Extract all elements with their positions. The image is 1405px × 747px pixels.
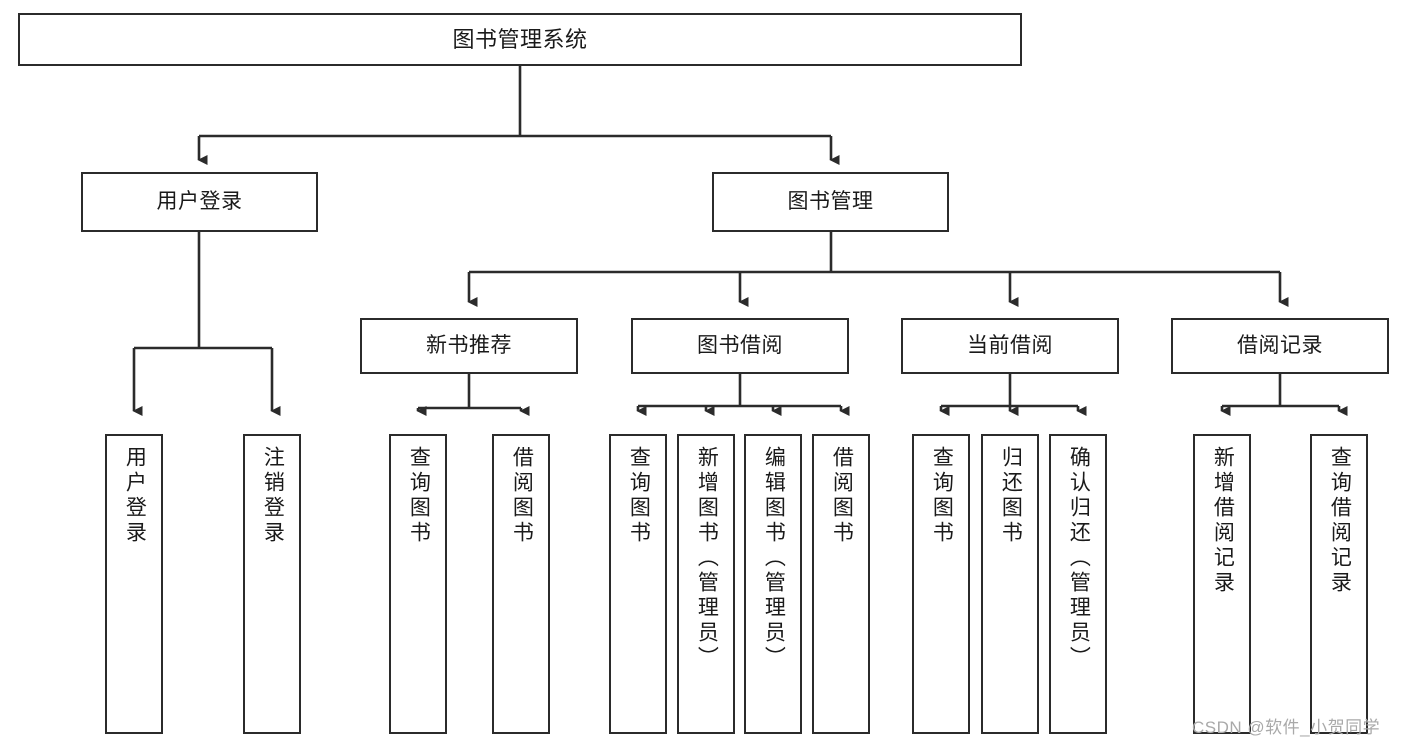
leaf-records-query[interactable]: 查询借阅记录 (1310, 434, 1368, 734)
leaf-current-confirm-return-label: 确认归还（管理员） (1067, 446, 1091, 671)
leaf-new-book-query[interactable]: 查询图书 (389, 434, 447, 734)
leaf-current-confirm-return[interactable]: 确认归还（管理员） (1049, 434, 1107, 734)
leaf-new-book-query-label: 查询图书 (407, 446, 431, 546)
leaf-borrow-query-label: 查询图书 (627, 446, 651, 546)
leaf-borrow-edit-book[interactable]: 编辑图书（管理员） (744, 434, 802, 734)
node-book-borrow-label: 图书借阅 (697, 333, 783, 357)
leaf-current-query-label: 查询图书 (930, 446, 954, 546)
leaf-user-login-login[interactable]: 用户登录 (105, 434, 163, 734)
leaf-current-return[interactable]: 归还图书 (981, 434, 1039, 734)
watermark-text: CSDN @软件_小贺同学 (1192, 718, 1381, 737)
node-root[interactable]: 图书管理系统 (18, 13, 1022, 66)
leaf-new-book-borrow-label: 借阅图书 (510, 446, 534, 546)
node-current-borrow-label: 当前借阅 (967, 333, 1053, 357)
leaf-borrow-add-book-label: 新增图书（管理员） (695, 446, 719, 671)
node-book-management[interactable]: 图书管理 (712, 172, 949, 232)
leaf-new-book-borrow[interactable]: 借阅图书 (492, 434, 550, 734)
leaf-borrow-borrow-book[interactable]: 借阅图书 (812, 434, 870, 734)
leaf-current-query[interactable]: 查询图书 (912, 434, 970, 734)
node-book-management-label: 图书管理 (787, 189, 874, 213)
node-borrow-records[interactable]: 借阅记录 (1171, 318, 1389, 374)
node-new-book-recommend[interactable]: 新书推荐 (360, 318, 578, 374)
leaf-records-query-label: 查询借阅记录 (1328, 446, 1352, 596)
leaf-records-add-label: 新增借阅记录 (1211, 446, 1235, 596)
node-root-label: 图书管理系统 (452, 26, 588, 52)
node-current-borrow[interactable]: 当前借阅 (901, 318, 1119, 374)
leaf-user-login-logout-label: 注销登录 (261, 446, 285, 546)
leaf-current-return-label: 归还图书 (999, 446, 1023, 546)
leaf-user-login-login-label: 用户登录 (123, 446, 147, 546)
node-user-login[interactable]: 用户登录 (81, 172, 318, 232)
node-new-book-recommend-label: 新书推荐 (426, 333, 512, 357)
leaf-borrow-edit-book-label: 编辑图书（管理员） (762, 446, 786, 671)
leaf-user-login-logout[interactable]: 注销登录 (243, 434, 301, 734)
node-user-login-label: 用户登录 (156, 189, 243, 213)
leaf-borrow-add-book[interactable]: 新增图书（管理员） (677, 434, 735, 734)
node-book-borrow[interactable]: 图书借阅 (631, 318, 849, 374)
leaf-records-add[interactable]: 新增借阅记录 (1193, 434, 1251, 734)
leaf-borrow-borrow-book-label: 借阅图书 (830, 446, 854, 546)
node-borrow-records-label: 借阅记录 (1237, 333, 1323, 357)
leaf-borrow-query[interactable]: 查询图书 (609, 434, 667, 734)
